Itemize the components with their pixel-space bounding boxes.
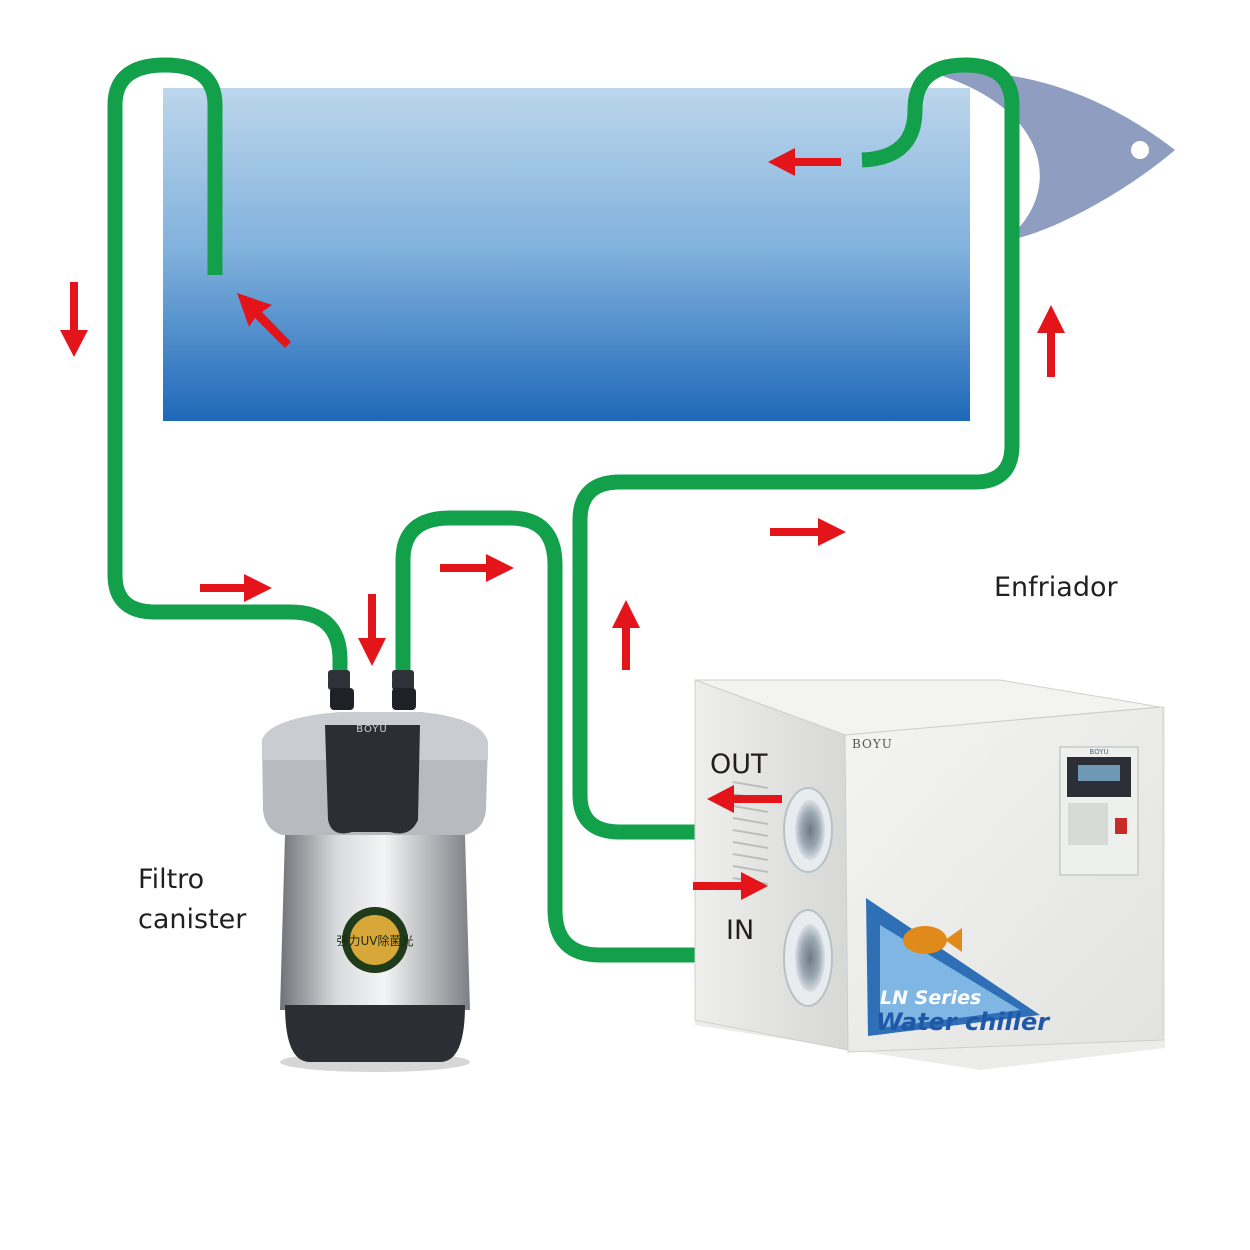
chiller-brand: BOYU — [852, 737, 893, 751]
filter-label-line2: canister — [138, 904, 247, 935]
canister-filter: 强力UV除菌光 BOYU — [262, 670, 488, 1072]
arrow-icon — [693, 872, 768, 900]
arrow-icon — [707, 785, 782, 813]
fish-icon — [930, 71, 1175, 241]
filter-label-line1: Filtro — [138, 864, 204, 895]
chiller-panel-logo: BOYU — [1089, 748, 1108, 756]
arrow-icon — [768, 148, 841, 176]
out-port-label: OUT — [710, 749, 768, 780]
filter-badge: 强力UV除菌光 — [337, 933, 414, 948]
arrow-icon — [237, 293, 291, 348]
arrow-icon — [440, 554, 514, 582]
filter-brand: BOYU — [356, 724, 387, 735]
chiller-out-port — [783, 787, 833, 873]
arrow-icon — [200, 574, 272, 602]
hose-tank-to-filter — [107, 57, 348, 680]
arrow-icon — [770, 518, 846, 546]
chiller-label: Enfriador — [994, 572, 1118, 603]
chiller-product: Water chiller — [876, 1008, 1051, 1036]
chiller-series: LN Series — [880, 987, 981, 1009]
hose-system — [107, 57, 1020, 963]
hose-filter-to-chiller — [395, 510, 805, 963]
chiller-in-port — [783, 909, 833, 1007]
chiller-vent-grille — [732, 781, 769, 885]
chiller-control-panel: BOYU — [1059, 746, 1139, 876]
arrow-icon — [358, 594, 386, 666]
in-port-label: IN — [726, 915, 754, 946]
arrow-icon — [1037, 305, 1065, 377]
aquarium-tank — [163, 88, 970, 421]
chiller-decal: LN Series Water chiller — [866, 898, 1051, 1036]
arrow-icon — [60, 282, 88, 357]
arrow-icon — [612, 600, 640, 670]
water-chiller: BOYU BOYU LN Series Water chiller — [694, 679, 1165, 1070]
hose-chiller-to-tank — [572, 57, 1020, 840]
